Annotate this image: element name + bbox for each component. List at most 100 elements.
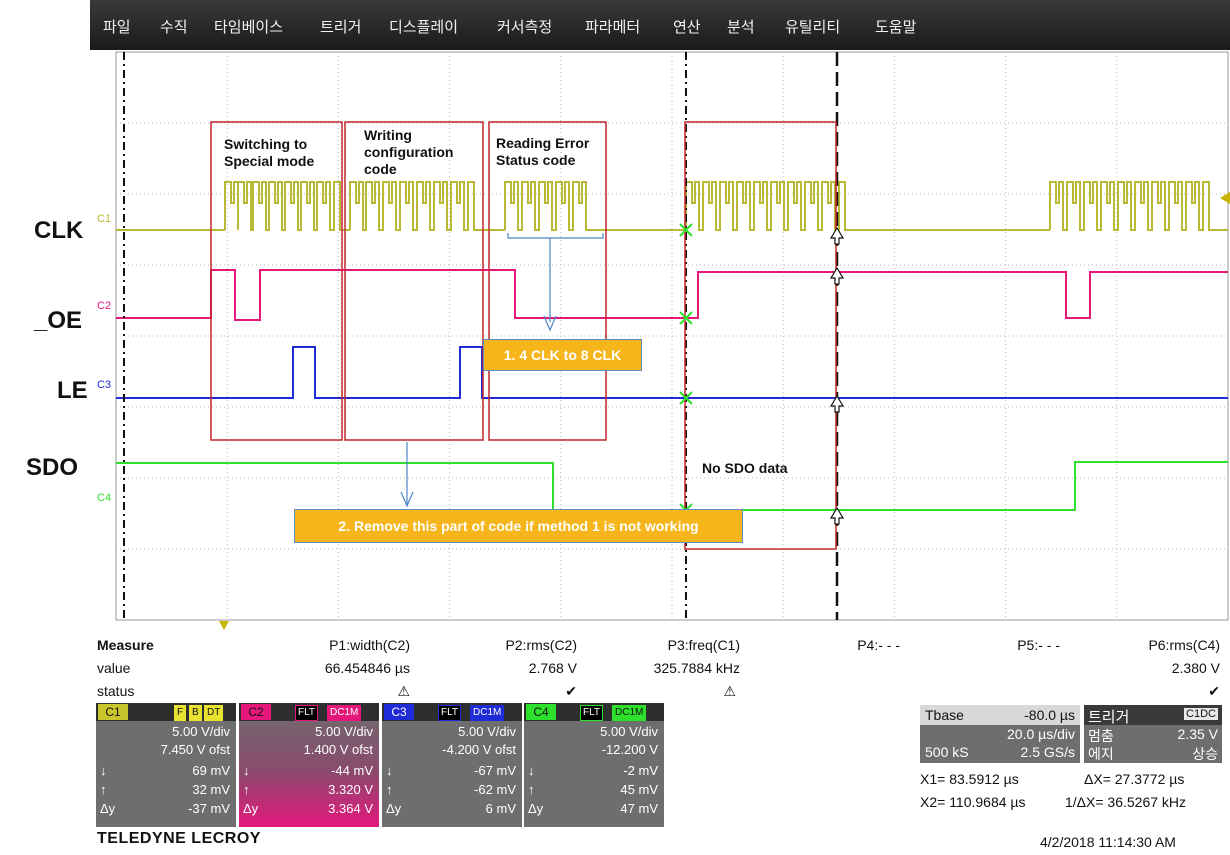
timebase-delay: -80.0 µs (1024, 707, 1075, 723)
param-p6-name[interactable]: P6:rms(C4) (1148, 637, 1220, 653)
trigger-title: 트리거 (1088, 709, 1130, 726)
param-p5-name[interactable]: P5:- - - (1017, 637, 1060, 653)
cursor-x2-arrows (829, 226, 845, 525)
tag-c4-dc1m: DC1M (612, 705, 647, 721)
c2-offset: 1.400 V ofst (303, 742, 373, 757)
tag-c1-dt: DT (204, 705, 224, 721)
c3-offset: -4.200 V ofst (442, 742, 516, 757)
c4-cursor-dy: 47 mV (620, 801, 658, 816)
label-le: LE (57, 377, 88, 404)
annotation-no-sdo: No SDO data (702, 460, 788, 476)
channel-name-c4: C4 (526, 704, 556, 720)
brand-logo: TELEDYNE LECROY (97, 830, 261, 847)
c4-down-icon: ↓ (528, 763, 535, 778)
c4-vdiv: 5.00 V/div (600, 724, 658, 739)
param-p1-name[interactable]: P1:width(C2) (329, 637, 410, 653)
bracket-reading (507, 233, 604, 322)
menu-help[interactable]: 도움말 (875, 18, 917, 36)
c1-down-icon: ↓ (100, 763, 107, 778)
c4-delta-icon: Δy (528, 801, 544, 816)
callout-method-2: 2. Remove this part of code if method 1 … (294, 509, 743, 543)
c3-cursor-dy: 6 mV (485, 801, 516, 816)
timebase-rate: 2.5 GS/s (1020, 744, 1075, 760)
trigger-level: 2.35 V (1177, 726, 1218, 742)
trigger-stop-label: 멈춤 (1088, 728, 1114, 744)
c3-down-icon: ↓ (386, 763, 393, 778)
menu-timebase[interactable]: 타임베이스 (214, 18, 284, 36)
c3-vdiv: 5.00 V/div (458, 724, 516, 739)
c1-cursor-up: 32 mV (192, 782, 230, 797)
annotation-reading: Reading Error Status code (496, 135, 590, 168)
param-p3-status: ⚠ (723, 683, 736, 699)
box-switching (210, 121, 343, 441)
param-p6-value: 2.380 V (1171, 660, 1220, 676)
trigger-slope: 상승 (1192, 746, 1218, 762)
measure-row-value: value (97, 660, 131, 676)
channel-box-c2[interactable]: C2 FLT DC1M 5.00 V/div 1.400 V ofst ↓ ↑ … (239, 703, 379, 827)
c4-up-icon: ↑ (528, 782, 535, 797)
measure-row-status: status (97, 683, 135, 699)
tag-c3-flt: FLT (438, 705, 462, 721)
c2-delta-icon: Δy (243, 801, 259, 816)
c3-cursor-up: -62 mV (474, 782, 516, 797)
c2-cursor-dy: 3.364 V (328, 801, 373, 816)
c4-cursor-down: -2 mV (623, 763, 658, 778)
menu-math[interactable]: 연산 (673, 18, 701, 36)
cursor-dx-readout: ΔX= 27.3772 µs (1084, 771, 1185, 787)
cursor-x2-readout: X2= 110.9684 µs (920, 794, 1026, 810)
param-p6-status: ✔ (1208, 683, 1220, 699)
menu-analysis[interactable]: 분석 (727, 18, 755, 36)
c1-delta-icon: Δy (100, 801, 116, 816)
cursor-x1-readout: X1= 83.5912 µs (920, 771, 1019, 787)
annotation-switching: Switching to Special mode (224, 136, 315, 169)
param-p1-status: ⚠ (397, 683, 410, 699)
channel-name-c2: C2 (241, 704, 271, 720)
graticule (116, 52, 1228, 620)
menu-cursor-measure[interactable]: 커서측정 (497, 18, 553, 36)
param-p2-name[interactable]: P2:rms(C2) (505, 637, 577, 653)
trace-tag-c2: C2 (97, 300, 112, 312)
box-no-sdo (684, 121, 837, 550)
timebase-box[interactable]: Tbase -80.0 µs 20.0 µs/div 500 kS 2.5 GS… (920, 705, 1080, 763)
annotation-writing: Writing configuration code (364, 127, 454, 177)
tag-c1-f: F (174, 705, 187, 721)
menu-trigger[interactable]: 트리거 (320, 18, 362, 36)
menu-utility[interactable]: 유틸리티 (785, 18, 841, 36)
c1-up-icon: ↑ (100, 782, 107, 797)
box-writing (344, 121, 484, 441)
trigger-box[interactable]: 트리거 C1DC 멈춤 2.35 V 에지 상승 (1084, 705, 1222, 763)
trigger-position-marker (219, 621, 229, 630)
menu-display[interactable]: 디스플레이 (389, 18, 459, 36)
channel-name-c1: C1 (98, 704, 128, 720)
callout-method-1: 1. 4 CLK to 8 CLK (483, 339, 642, 371)
tag-c3-dc1m: DC1M (470, 705, 505, 721)
trigger-source: C1DC (1184, 708, 1218, 720)
param-p1-value: 66.454846 µs (324, 660, 410, 676)
cursor-inv-readout: 1/ΔX= 36.5267 kHz (1065, 794, 1187, 810)
c1-vdiv: 5.00 V/div (172, 724, 230, 739)
tag-c1-b: B (189, 705, 202, 721)
menu-file[interactable]: 파일 (103, 18, 131, 36)
channel-box-c3[interactable]: C3 FLT DC1M 5.00 V/div -4.200 V ofst ↓ ↑… (382, 703, 522, 827)
label-sdo: SDO (26, 454, 79, 481)
channel-box-c1[interactable]: C1 F B DT 5.00 V/div 7.450 V ofst ↓ ↑ Δy… (96, 703, 236, 827)
channel-box-c4[interactable]: C4 FLT DC1M 5.00 V/div -12.200 V ↓ ↑ Δy … (524, 703, 664, 827)
arrow-1 (543, 315, 557, 332)
tag-c2-dc1m: DC1M (327, 705, 362, 721)
menu-parameter[interactable]: 파라메터 (585, 18, 641, 36)
c2-vdiv: 5.00 V/div (315, 724, 373, 739)
menu-vertical[interactable]: 수직 (160, 18, 188, 36)
trigger-edge-label: 에지 (1088, 746, 1114, 762)
param-p4-name[interactable]: P4:- - - (857, 637, 900, 653)
channel-name-c3: C3 (384, 704, 414, 720)
c2-cursor-up: 3.320 V (328, 782, 373, 797)
param-p3-name[interactable]: P3:freq(C1) (667, 637, 740, 653)
param-p2-value: 2.768 V (528, 660, 577, 676)
c2-cursor-down: -44 mV (331, 763, 373, 778)
timebase-samples: 500 kS (925, 744, 969, 760)
trace-tag-c1: C1 (97, 213, 112, 225)
tag-c4-flt: FLT (580, 705, 604, 721)
waveform-c3-le (116, 346, 1228, 399)
menu-bar: 파일 수직 타임베이스 트리거 디스플레이 커서측정 파라메터 연산 분석 유틸… (90, 0, 1230, 50)
